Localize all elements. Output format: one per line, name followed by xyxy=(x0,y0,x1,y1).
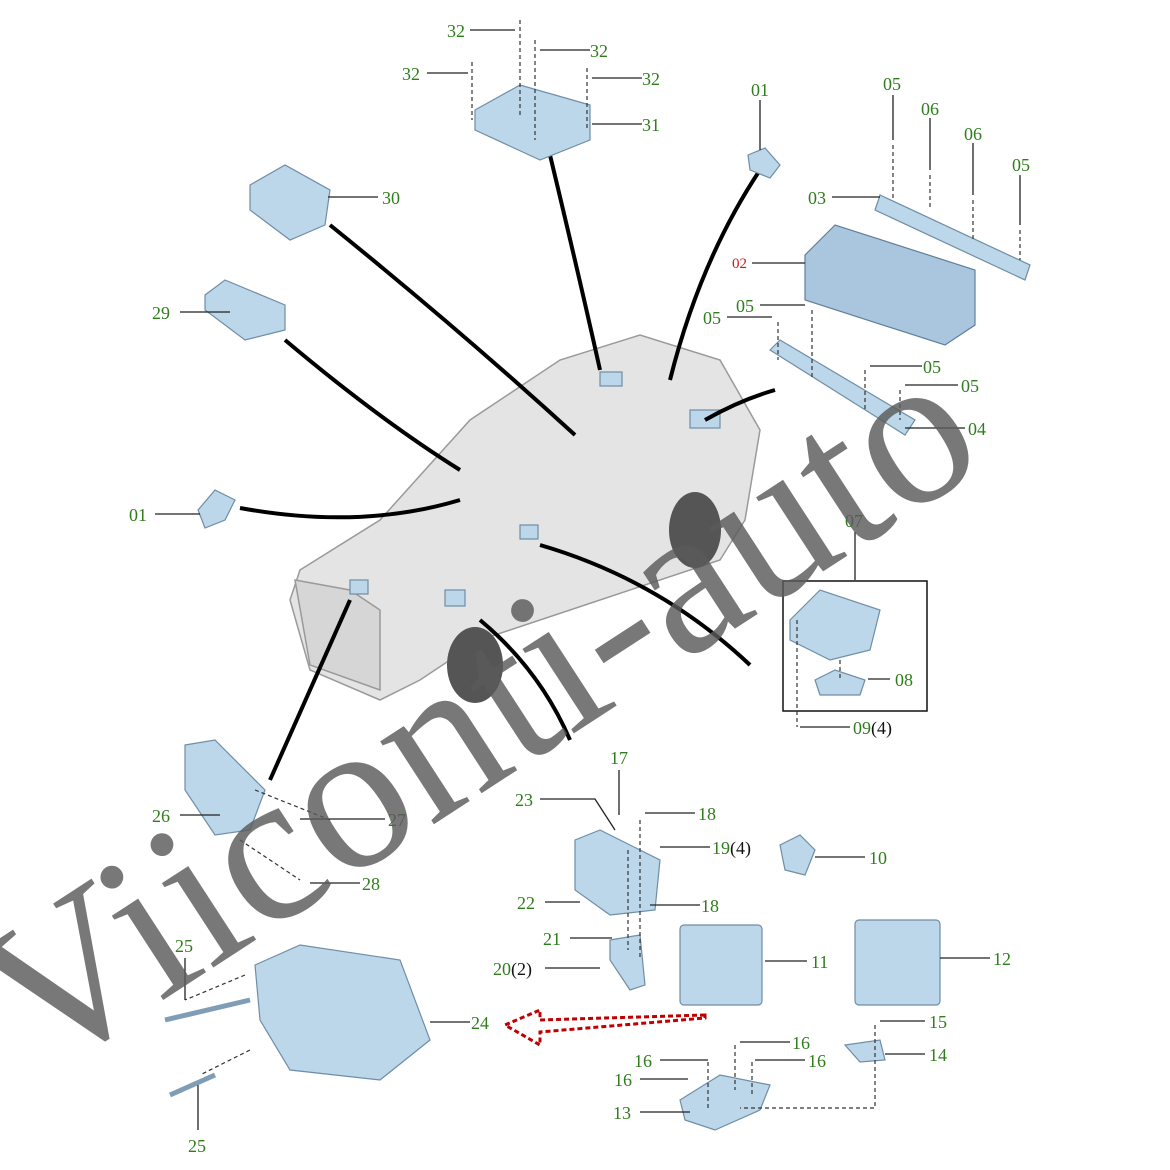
callout-04: 04 xyxy=(968,419,986,439)
callout-16: 16 xyxy=(634,1051,652,1071)
callout-32: 32 xyxy=(590,41,608,61)
callout-13: 13 xyxy=(613,1103,631,1123)
callout-09: 09(4) xyxy=(853,718,892,739)
callout-26: 26 xyxy=(152,806,170,826)
callout-30: 30 xyxy=(382,188,400,208)
callout-05: 05 xyxy=(703,308,721,328)
callout-28: 28 xyxy=(362,874,380,894)
part-04-bracket xyxy=(769,339,916,436)
callout-22: 22 xyxy=(517,893,535,913)
callout-25: 25 xyxy=(188,1136,206,1156)
callout-29: 29 xyxy=(152,303,170,323)
callout-32: 32 xyxy=(447,21,465,41)
callout-06: 06 xyxy=(964,124,982,144)
callout-05: 05 xyxy=(736,296,754,316)
part-25-bolt-b xyxy=(168,1072,217,1098)
part-01-sensor xyxy=(747,147,781,179)
callout-02: 02 xyxy=(732,256,747,272)
part-03-bracket xyxy=(874,194,1031,281)
part-30-module xyxy=(249,164,331,241)
callout-17: 17 xyxy=(610,748,628,768)
callout-11: 11 xyxy=(811,952,828,972)
part-02-unit xyxy=(804,224,976,346)
part-08 xyxy=(814,669,866,696)
callout-01: 01 xyxy=(129,505,147,525)
direction-arrow xyxy=(501,1007,707,1048)
callout-07: 07 xyxy=(845,511,863,531)
callout-24: 24 xyxy=(471,1013,489,1033)
callout-27: 27 xyxy=(388,810,406,830)
callout-06: 06 xyxy=(921,99,939,119)
part-22-bracket xyxy=(574,829,661,916)
part-10 xyxy=(779,834,816,876)
part-13-tray xyxy=(679,1074,771,1131)
callout-18: 18 xyxy=(698,804,716,824)
part-24-alternator xyxy=(254,944,431,1081)
callout-labels: 32 32 32 32 31 01 05 06 06 05 03 02 30 2… xyxy=(129,21,1030,1156)
part-01-sensor-b xyxy=(197,489,236,529)
callout-10: 10 xyxy=(869,848,887,868)
part-14 xyxy=(843,1039,886,1063)
callout-03: 03 xyxy=(808,188,826,208)
part-26 xyxy=(184,739,266,836)
callout-32: 32 xyxy=(402,64,420,84)
callout-05: 05 xyxy=(961,376,979,396)
callout-15: 15 xyxy=(929,1012,947,1032)
callout-20: 20(2) xyxy=(493,959,532,980)
callout-21: 21 xyxy=(543,929,561,949)
callout-19: 19(4) xyxy=(712,838,751,859)
callout-32: 32 xyxy=(642,69,660,89)
callout-23: 23 xyxy=(515,790,533,810)
callout-25: 25 xyxy=(175,936,193,956)
part-25-bolt xyxy=(164,997,251,1023)
callout-01: 01 xyxy=(751,80,769,100)
part-07-module xyxy=(789,589,881,661)
callout-16: 16 xyxy=(614,1070,632,1090)
callout-08: 08 xyxy=(895,670,913,690)
callout-05: 05 xyxy=(923,357,941,377)
callout-14: 14 xyxy=(929,1045,947,1065)
callout-31: 31 xyxy=(642,115,660,135)
parts xyxy=(164,84,1031,1131)
part-11-battery xyxy=(679,924,763,1006)
part-12-battery xyxy=(854,919,941,1006)
callout-12: 12 xyxy=(993,949,1011,969)
part-07-box xyxy=(782,580,928,712)
callout-05: 05 xyxy=(883,74,901,94)
location-leaders xyxy=(239,154,776,781)
callout-05: 05 xyxy=(1012,155,1030,175)
part-21-bracket xyxy=(609,934,646,991)
callout-16: 16 xyxy=(792,1033,810,1053)
part-31-module xyxy=(474,84,591,161)
callout-18: 18 xyxy=(701,896,719,916)
leader-lines xyxy=(155,20,1021,1130)
part-29-module xyxy=(204,279,286,341)
callout-16: 16 xyxy=(808,1051,826,1071)
